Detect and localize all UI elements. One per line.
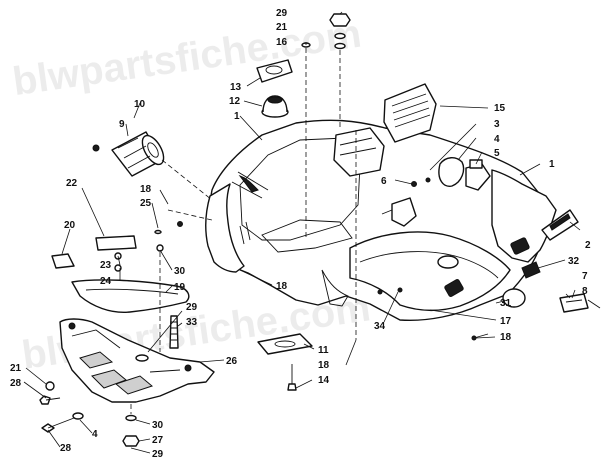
callout-20: 20: [64, 220, 76, 231]
callout-4b: 4: [92, 429, 98, 440]
top-hardware: [301, 13, 351, 50]
callout-13: 13: [230, 82, 242, 93]
cable-boot: [92, 131, 165, 177]
callout-6: 6: [381, 176, 387, 187]
callout-16: 16: [276, 37, 288, 48]
callout-17: 17: [500, 316, 512, 327]
callout-2: 2: [585, 240, 591, 251]
vent-louver: [333, 83, 437, 177]
callout-21b: 21: [10, 363, 22, 374]
callout-28b: 28: [60, 443, 72, 454]
callout-1b: 1: [549, 159, 555, 170]
callout-33: 33: [186, 317, 198, 328]
callout-1a: 1: [234, 111, 240, 122]
callout-21: 21: [276, 22, 288, 33]
callout-18b: 18: [276, 281, 288, 292]
callout-12: 12: [229, 96, 241, 107]
callout-18d: 18: [318, 360, 330, 371]
callout-23: 23: [100, 260, 112, 271]
callout-11: 11: [318, 345, 329, 356]
lower-hardware: [39, 221, 183, 447]
access-plate: [257, 333, 313, 391]
callout-7: 7: [582, 271, 588, 282]
callout-29c: 29: [152, 449, 164, 460]
callout-labels: 29 21 16 13 12 10 9 1 15 3 4 5 6 1 22 18…: [10, 8, 591, 460]
callout-3: 3: [494, 119, 500, 130]
callout-10: 10: [134, 99, 146, 110]
callout-18a: 18: [140, 184, 152, 195]
grommet-assembly: [256, 59, 293, 118]
callout-29: 29: [276, 8, 288, 19]
callout-14: 14: [318, 375, 330, 386]
callout-32: 32: [568, 256, 580, 267]
callout-24: 24: [100, 276, 112, 287]
callout-15: 15: [494, 103, 506, 114]
callout-19: 19: [174, 282, 186, 293]
callout-18c: 18: [500, 332, 512, 343]
callout-29b: 29: [186, 302, 198, 313]
callout-34: 34: [374, 321, 386, 332]
callout-5: 5: [494, 148, 500, 159]
right-side-parts: [377, 157, 601, 341]
callout-4: 4: [494, 134, 500, 145]
callout-31: 31: [500, 298, 512, 309]
callout-26: 26: [226, 356, 238, 367]
callout-25: 25: [140, 198, 152, 209]
callout-30b: 30: [152, 420, 164, 431]
front-bumper: [51, 235, 190, 313]
watermark-top: blwpartsfiche.com: [10, 12, 364, 104]
callout-9: 9: [119, 119, 125, 130]
callout-22: 22: [66, 178, 78, 189]
callout-30a: 30: [174, 266, 186, 277]
leader-lines: [23, 11, 581, 454]
callout-28a: 28: [10, 378, 22, 389]
callout-8: 8: [582, 286, 588, 297]
callout-27: 27: [152, 435, 164, 446]
